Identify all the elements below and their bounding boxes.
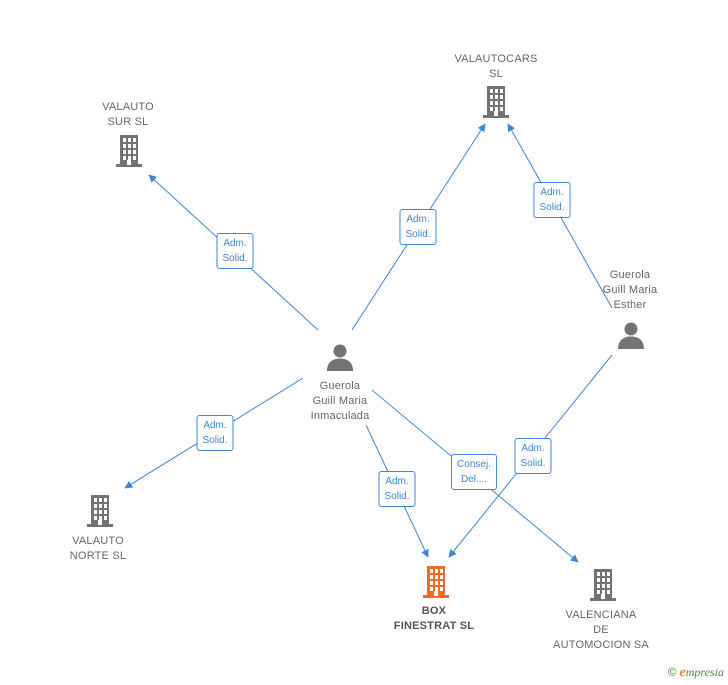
building-icon[interactable] <box>480 85 512 124</box>
edge-label-guerola_inmaculada-to-valauto_norte[interactable]: Adm. Solid. <box>196 415 234 451</box>
copyright-symbol: © <box>667 665 677 679</box>
edge-label-line: Adm. <box>385 476 409 487</box>
node-label-valauto_sur[interactable]: VALAUTO SUR SL <box>102 100 154 130</box>
edge-label-line: Adm. <box>521 443 545 454</box>
node-label-line: DE <box>593 624 609 636</box>
node-label-line: BOX <box>421 605 447 617</box>
node-label-line: Inmaculada <box>310 410 370 422</box>
edge-label-guerola_esther-to-box_finestrat[interactable]: Adm. Solid. <box>514 438 552 474</box>
edge-label-guerola_inmaculada-to-box_finestrat[interactable]: Adm. Solid. <box>378 471 416 507</box>
edge-label-line: Solid. <box>520 458 546 469</box>
edge-label-line: Solid. <box>202 435 228 446</box>
edge-label-line: Adm. <box>223 238 247 249</box>
building-icon[interactable] <box>420 565 452 604</box>
node-label-line: VALENCIANA <box>565 609 637 621</box>
edge-label-line: Consej. <box>457 459 491 470</box>
node-label-line: Guerola <box>609 269 651 281</box>
edge-label-guerola_esther-to-valautocars[interactable]: Adm. Solid. <box>533 182 571 218</box>
node-label-valenciana[interactable]: VALENCIANA DE AUTOMOCION SA <box>553 608 649 653</box>
brand-initial: e <box>679 665 686 680</box>
node-label-line: Guerola <box>319 380 361 392</box>
node-label-line: VALAUTOCARS <box>454 53 538 65</box>
edge-label-line: Solid. <box>222 253 248 264</box>
person-icon[interactable] <box>325 342 355 377</box>
node-label-line: Guill Maria <box>312 395 368 407</box>
edge-label-line: Solid. <box>384 491 410 502</box>
empresia-watermark: ©empresia <box>668 665 724 681</box>
brand-rest: mpresia <box>685 665 724 679</box>
edge-label-guerola_inmaculada-to-valauto_sur[interactable]: Adm. Solid. <box>216 233 254 269</box>
node-label-valauto_norte[interactable]: VALAUTO NORTE SL <box>70 534 126 564</box>
node-label-line: Guill Maria <box>602 284 658 296</box>
edge-label-guerola_inmaculada-to-valenciana[interactable]: Consej. Del.... <box>451 454 497 490</box>
edge-label-line: Solid. <box>539 202 565 213</box>
node-label-box_finestrat[interactable]: BOX FINESTRAT SL <box>394 604 474 634</box>
node-label-line: FINESTRAT SL <box>393 620 475 632</box>
edge-label-line: Adm. <box>406 214 430 225</box>
node-label-line: VALAUTO <box>72 535 124 547</box>
building-icon[interactable] <box>113 134 145 173</box>
node-label-line: NORTE SL <box>69 550 127 562</box>
edge-label-line: Adm. <box>203 420 227 431</box>
node-label-line: SL <box>489 68 503 80</box>
node-label-line: Esther <box>613 299 647 311</box>
node-label-line: AUTOMOCION SA <box>553 639 649 651</box>
building-icon[interactable] <box>587 568 619 607</box>
edge-label-line: Adm. <box>540 187 564 198</box>
building-icon[interactable] <box>84 494 116 533</box>
node-label-line: VALAUTO <box>102 101 154 113</box>
edge-label-line: Del.... <box>460 474 488 485</box>
edge-label-line: Solid. <box>405 229 431 240</box>
node-label-line: SUR SL <box>107 116 149 128</box>
person-icon[interactable] <box>616 320 646 355</box>
node-label-valautocars[interactable]: VALAUTOCARS SL <box>454 52 537 82</box>
edge-label-guerola_inmaculada-to-valautocars[interactable]: Adm. Solid. <box>399 209 437 245</box>
